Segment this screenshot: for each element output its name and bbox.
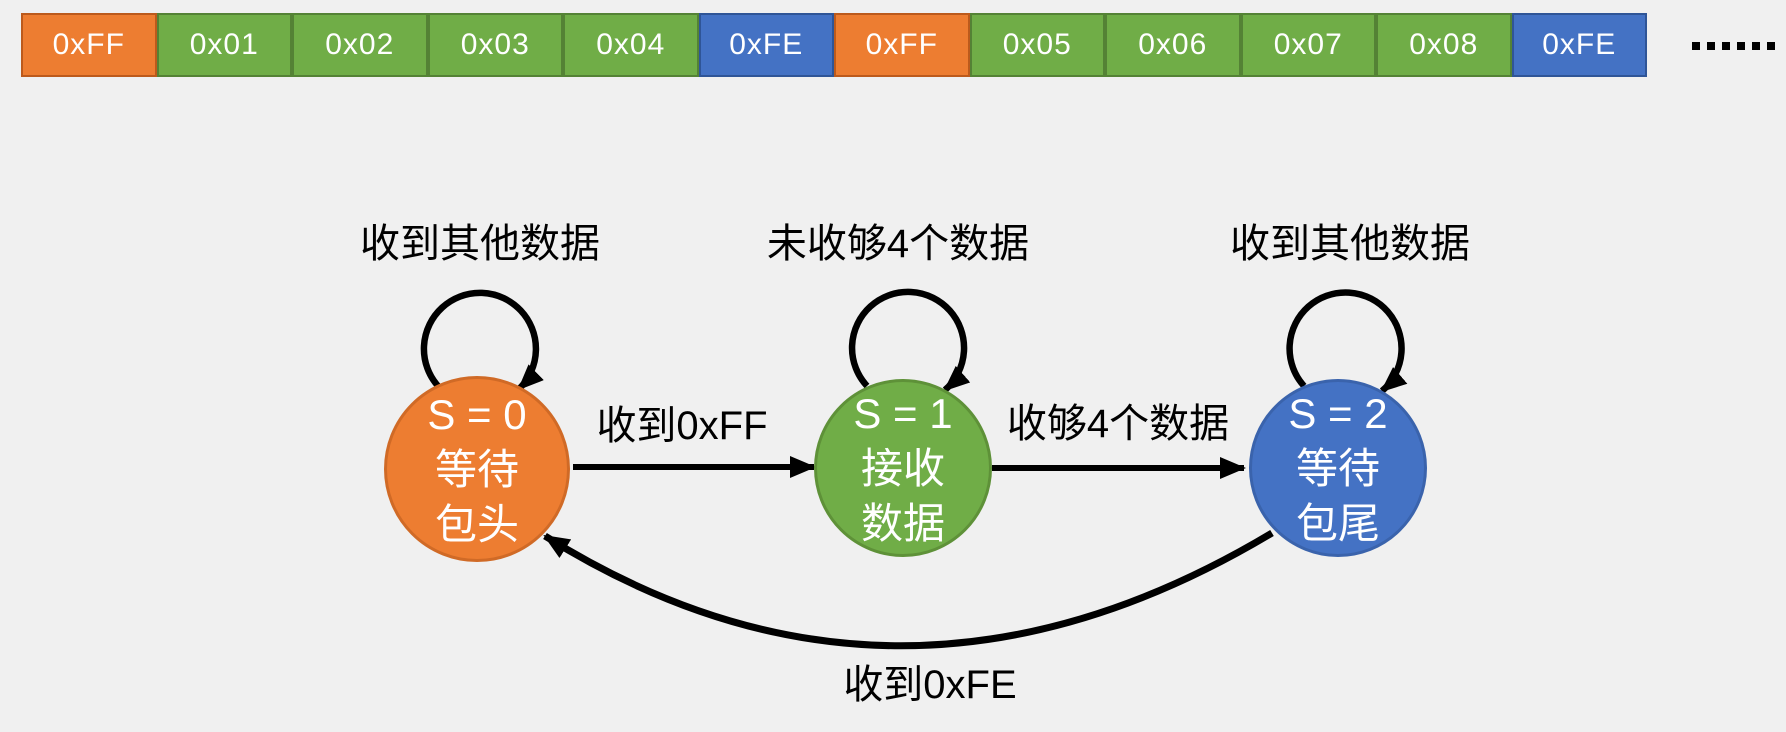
state-id: S = 0 bbox=[427, 390, 527, 438]
state-label-line: 数据 bbox=[860, 499, 945, 547]
state-id: S = 2 bbox=[1288, 389, 1388, 437]
byte-cell-header: 0xFF bbox=[21, 13, 157, 77]
transition-label-s0-s1: 收到0xFF bbox=[596, 404, 768, 448]
self-loop-s1 bbox=[848, 288, 971, 393]
byte-cell-data: 0x04 bbox=[563, 13, 699, 77]
byte-cell-data: 0x07 bbox=[1240, 13, 1376, 77]
byte-cell-data: 0x05 bbox=[969, 13, 1105, 77]
ellipsis-dot bbox=[1737, 42, 1745, 50]
state-label-line: 包尾 bbox=[1295, 499, 1380, 547]
byte-cell-data: 0x03 bbox=[427, 13, 563, 77]
ellipsis-dot bbox=[1767, 42, 1775, 50]
self-loop-label-s0: 收到其他数据 bbox=[360, 222, 600, 266]
byte-stream-row: 0xFF 0x01 0x02 0x03 0x04 0xFE 0xFF 0x05 … bbox=[21, 13, 1647, 77]
byte-cell-data: 0x01 bbox=[156, 13, 292, 77]
byte-cell-data: 0x06 bbox=[1105, 13, 1241, 77]
byte-cell-tail: 0xFE bbox=[698, 13, 834, 77]
self-loop-s0 bbox=[420, 289, 544, 392]
byte-cell-header: 0xFF bbox=[834, 13, 970, 77]
state-id: S = 1 bbox=[853, 389, 953, 437]
ellipsis-dot bbox=[1707, 42, 1715, 50]
ellipsis-dot bbox=[1752, 42, 1760, 50]
state-label-line: 等待 bbox=[434, 445, 519, 493]
transition-label-s2-s0: 收到0xFE bbox=[843, 663, 1017, 707]
state-label-line: 包头 bbox=[434, 500, 519, 548]
ellipsis-dot bbox=[1692, 42, 1700, 50]
state-node-s1: S = 1 接收 数据 bbox=[814, 379, 992, 557]
state-node-s0: S = 0 等待 包头 bbox=[384, 376, 570, 562]
byte-cell-data: 0x02 bbox=[292, 13, 428, 77]
self-loop-label-s1: 未收够4个数据 bbox=[766, 222, 1030, 266]
ellipsis-dots bbox=[1692, 42, 1775, 50]
ellipsis-dot bbox=[1722, 42, 1730, 50]
byte-cell-tail: 0xFE bbox=[1511, 13, 1647, 77]
byte-cell-data: 0x08 bbox=[1376, 13, 1512, 77]
self-loop-s2 bbox=[1286, 289, 1408, 394]
transition-label-s1-s2: 收够4个数据 bbox=[1006, 402, 1230, 446]
state-label-line: 等待 bbox=[1295, 444, 1380, 492]
self-loop-label-s2: 收到其他数据 bbox=[1230, 222, 1470, 266]
state-label-line: 接收 bbox=[860, 444, 945, 492]
transition-arrow-s2-s0 bbox=[543, 529, 1274, 650]
state-node-s2: S = 2 等待 包尾 bbox=[1249, 379, 1427, 557]
